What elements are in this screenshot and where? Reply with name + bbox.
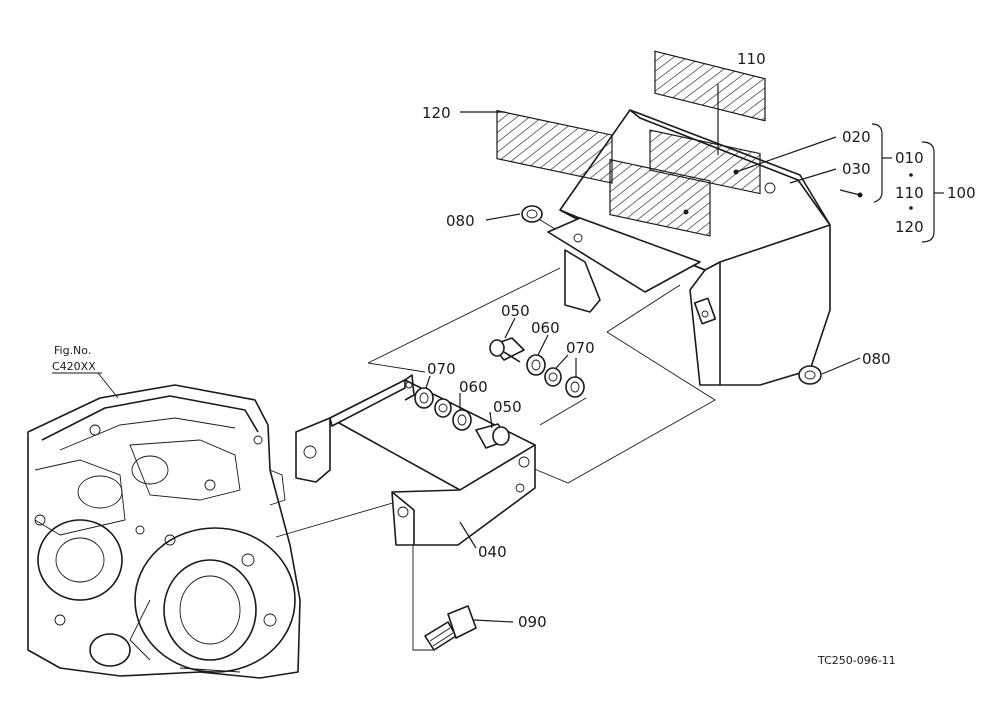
bolt-050-upper (489, 337, 525, 363)
callout-120-left: 120 (422, 104, 451, 122)
washer-070-lower (414, 387, 452, 418)
transmission-case-illustration (27, 384, 301, 679)
cover-010 (547, 109, 831, 386)
callout-070-lower: 070 (427, 360, 456, 378)
callout-100: 100 (947, 184, 976, 202)
callout-090: 090 (518, 613, 547, 631)
callout-080-top: 080 (446, 212, 475, 230)
bolt-090 (424, 605, 477, 651)
nut-080-top (521, 205, 543, 223)
callout-040: 040 (478, 543, 507, 561)
callout-050-lower: 050 (493, 398, 522, 416)
bolt-050-lower (475, 423, 510, 449)
drawing-code: TC250-096-11 (817, 654, 896, 667)
bracket-040 (295, 374, 536, 546)
decal-120 (496, 109, 613, 184)
callout-120-group: 120 (895, 218, 924, 236)
callout-110-group: 110 (895, 184, 924, 202)
figure-reference: Fig.No. C420XX (52, 344, 119, 399)
callout-070-upper: 070 (566, 339, 595, 357)
fig-no-value: C420XX (52, 360, 96, 373)
washer-060-lower (452, 409, 472, 431)
callout-020: 020 (842, 128, 871, 146)
callout-110-top: 110 (737, 50, 766, 68)
label-030 (609, 158, 711, 237)
callout-080-right: 080 (862, 350, 891, 368)
decal-110 (654, 50, 766, 122)
callout-060-lower: 060 (459, 378, 488, 396)
callout-030: 030 (842, 160, 871, 178)
group-brackets (871, 123, 944, 243)
callout-050-upper: 050 (501, 302, 530, 320)
callout-labels: 110 120 020 030 010 110 120 100 080 080 … (422, 50, 976, 667)
washer-060-upper (526, 354, 546, 376)
washer-070-upper (544, 367, 585, 398)
callout-010: 010 (895, 149, 924, 167)
leader-lines (425, 84, 861, 623)
callout-060-upper: 060 (531, 319, 560, 337)
fig-no-label: Fig.No. (54, 344, 91, 357)
nut-080-right (798, 365, 822, 385)
